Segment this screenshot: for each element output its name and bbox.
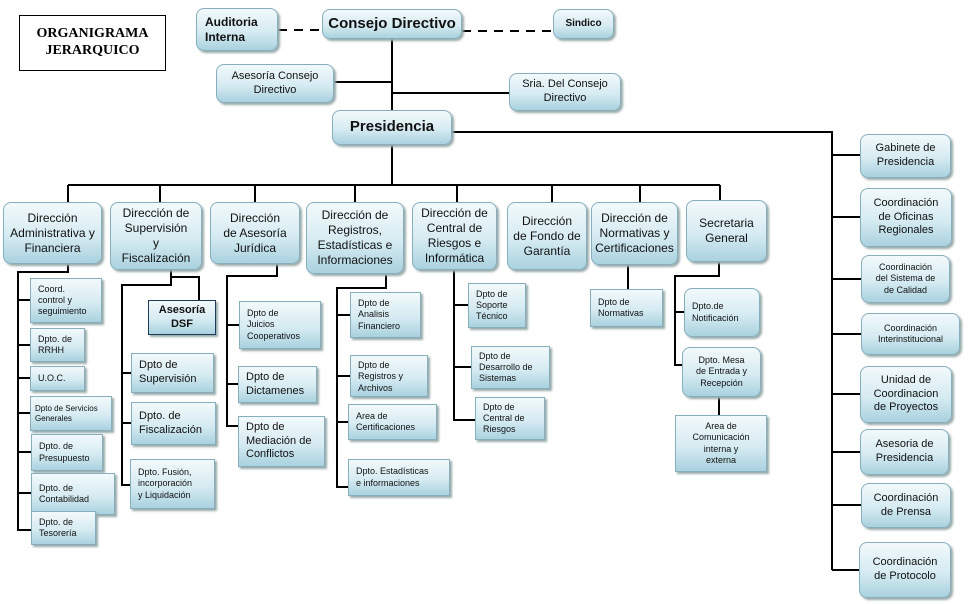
node-dept: Area de Comunicación interna y externa bbox=[675, 415, 767, 472]
node-dept: Dpto. Estadísticas e informaciones bbox=[348, 459, 450, 496]
node-presidencia-unit: Asesoria de Presidencia bbox=[860, 429, 949, 475]
node-presidencia-unit: Coordinación de Prensa bbox=[861, 483, 951, 528]
node-dept: Dpto de Desarrollo de Sistemas bbox=[471, 346, 550, 389]
node-sindico: Sindico bbox=[553, 9, 614, 39]
node-dept: Dpto de Servicios Generales bbox=[30, 396, 112, 431]
node-presidencia-unit: Coordinación de Oficinas Regionales bbox=[860, 188, 952, 247]
node-dept: Dpto. de Contabilidad bbox=[31, 473, 115, 515]
node-dept: Dpto de Soporte Técnico bbox=[468, 283, 526, 328]
chart-title: ORGANIGRAMA JERARQUICO bbox=[19, 15, 166, 71]
node-presidencia-unit: Gabinete de Presidencia bbox=[860, 134, 951, 178]
node-dept: Dpto. Fusión, incorporación y Liquidació… bbox=[130, 459, 215, 509]
node-dept: Dpto de Normativas bbox=[590, 289, 663, 327]
node-dept: Area de Certificaciones bbox=[348, 404, 437, 440]
node-asesoria-consejo: Asesoría Consejo Directivo bbox=[216, 64, 334, 103]
node-direccion-juridica: Dirección de Asesoría Jurídica bbox=[210, 202, 300, 264]
node-auditoria-interna: Auditoria Interna bbox=[196, 8, 278, 51]
node-dept: Dpto. de Tesorería bbox=[31, 511, 96, 545]
node-dept: Dpto de Juicios Cooperativos bbox=[239, 301, 321, 349]
node-direccion-administrativa: Dirección Administrativa y Financiera bbox=[3, 202, 102, 264]
node-direccion-normativas: Dirección de Normativas y Certificacione… bbox=[591, 202, 678, 265]
node-dept: Coord. control y seguimiento bbox=[30, 278, 102, 323]
node-dept: Dpto. de Fiscalización bbox=[131, 402, 216, 445]
node-dept: Dpto. de Presupuesto bbox=[31, 434, 103, 471]
node-dept: Dpto de Central de Riesgos bbox=[475, 397, 545, 440]
node-dept: Dpto. de RRHH bbox=[30, 328, 85, 362]
node-presidencia-unit: Coordinación Interinstitucional bbox=[861, 313, 960, 355]
node-consejo-directivo: Consejo Directivo bbox=[322, 9, 462, 39]
node-presidencia-unit: Coordinación de Protocolo bbox=[859, 542, 951, 598]
node-presidencia-unit: Coordinación del Sistema de de Calidad bbox=[861, 255, 950, 303]
node-dept: Dpto de Mediación de Conflictos bbox=[238, 416, 325, 467]
node-presidencia-unit: Unidad de Coordinacion de Proyectos bbox=[860, 366, 952, 423]
node-direccion-central-riesgos: Dirección de Central de Riesgos e Inform… bbox=[412, 202, 497, 270]
node-secretaria-general: Secretaria General bbox=[686, 200, 767, 262]
node-dept: Dpto de Analisis Financiero bbox=[350, 292, 421, 338]
node-dept: Dpto de Dictamenes bbox=[238, 366, 317, 403]
node-direccion-supervision: Dirección de Supervisión y Fiscalización bbox=[110, 202, 202, 270]
node-dept: Dpto de Supervisión bbox=[131, 353, 214, 393]
node-dept: U.O.C. bbox=[30, 366, 85, 391]
node-presidencia: Presidencia bbox=[332, 110, 452, 145]
node-direccion-fondo-garantia: Dirección de Fondo de Garantía bbox=[507, 202, 587, 270]
node-sria-consejo: Sria. Del Consejo Directivo bbox=[509, 73, 621, 111]
node-dept: Dpto.de Notificación bbox=[684, 288, 760, 337]
node-dept: Dpto de Registros y Archivos bbox=[350, 355, 428, 397]
node-direccion-registros: Dirección de Registros, Estadísticas e I… bbox=[306, 202, 404, 274]
node-asesoria-dsf: Asesoría DSF bbox=[148, 300, 216, 335]
node-dept: Dpto. Mesa de Entrada y Recepción bbox=[682, 347, 761, 397]
